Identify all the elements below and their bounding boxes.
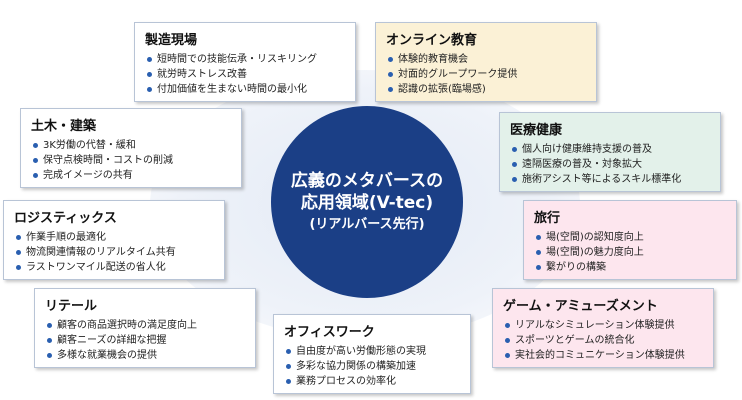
list-item: 顧客ニーズの詳細な把握 <box>45 333 245 348</box>
item-list: 顧客の商品選択時の満足度向上 顧客ニーズの詳細な把握 多様な就業機会の提供 <box>45 318 245 363</box>
list-item: スポーツとゲームの統合化 <box>503 333 703 348</box>
list-item: 自由度が高い労働形態の実現 <box>284 344 460 359</box>
list-item: 顧客の商品選択時の満足度向上 <box>45 318 245 333</box>
box-title: オンライン教育 <box>386 33 478 48</box>
list-item: 多彩な協力関係の構築加速 <box>284 359 460 374</box>
item-list: 個人向け健康維持支援の普及 遠隔医療の普及・対象拡大 施術アシスト等によるスキル… <box>510 142 710 187</box>
box-title: 医療健康 <box>510 123 563 138</box>
list-item: 完成イメージの共有 <box>31 168 231 183</box>
box-office-work: オフィスワーク 自由度が高い労働形態の実現 多彩な協力関係の構築加速 業務プロセ… <box>273 314 471 394</box>
list-item: 施術アシスト等によるスキル標準化 <box>510 172 710 187</box>
list-item: 保守点検時間・コストの削減 <box>31 153 231 168</box>
list-item: 遠隔医療の普及・対象拡大 <box>510 157 710 172</box>
item-list: 場(空間)の認知度向上 場(空間)の魅力度向上 繋がりの構築 <box>534 230 726 275</box>
box-title: ロジスティックス <box>14 211 117 226</box>
box-manufacturing: 製造現場 短時間での技能伝承・リスキリング 就労時ストレス改善 付加価値を生まな… <box>134 22 356 102</box>
list-item: 認識の拡張(臨場感) <box>386 82 586 97</box>
box-retail: リテール 顧客の商品選択時の満足度向上 顧客ニーズの詳細な把握 多様な就業機会の… <box>34 288 256 368</box>
center-subtitle: (リアルバース先行) <box>309 217 425 232</box>
list-item: 場(空間)の魅力度向上 <box>534 245 726 260</box>
box-title: 製造現場 <box>145 33 198 48</box>
center-title-line1: 広義のメタバースの <box>290 171 444 191</box>
list-item: 多様な就業機会の提供 <box>45 348 245 363</box>
list-item: ラストワンマイル配送の省人化 <box>14 260 214 275</box>
box-title: 土木・建築 <box>31 119 97 134</box>
box-game-amusement: ゲーム・アミューズメント リアルなシミュレーション体験提供 スポーツとゲームの統… <box>492 288 714 368</box>
list-item: 付加価値を生まない時間の最小化 <box>145 82 345 97</box>
list-item: リアルなシミュレーション体験提供 <box>503 318 703 333</box>
box-title: ゲーム・アミューズメント <box>503 299 658 314</box>
list-item: 就労時ストレス改善 <box>145 67 345 82</box>
item-list: リアルなシミュレーション体験提供 スポーツとゲームの統合化 実社会的コミュニケー… <box>503 318 703 363</box>
item-list: 短時間での技能伝承・リスキリング 就労時ストレス改善 付加価値を生まない時間の最… <box>145 52 345 97</box>
item-list: 作業手順の最適化 物流関連情報のリアルタイム共有 ラストワンマイル配送の省人化 <box>14 230 214 275</box>
list-item: 実社会的コミュニケーション体験提供 <box>503 348 703 363</box>
list-item: 業務プロセスの効率化 <box>284 374 460 389</box>
box-title: 旅行 <box>534 211 561 226</box>
box-online-education: オンライン教育 体験的教育機会 対面的グループワーク提供 認識の拡張(臨場感) <box>375 22 597 102</box>
list-item: 繋がりの構築 <box>534 260 726 275</box>
item-list: 体験的教育機会 対面的グループワーク提供 認識の拡張(臨場感) <box>386 52 586 97</box>
box-travel: 旅行 場(空間)の認知度向上 場(空間)の魅力度向上 繋がりの構築 <box>523 200 737 280</box>
list-item: 対面的グループワーク提供 <box>386 67 586 82</box>
box-title: リテール <box>45 299 98 314</box>
list-item: 3K労働の代替・緩和 <box>31 138 231 153</box>
list-item: 体験的教育機会 <box>386 52 586 67</box>
list-item: 場(空間)の認知度向上 <box>534 230 726 245</box>
box-title: オフィスワーク <box>284 325 375 340</box>
item-list: 自由度が高い労働形態の実現 多彩な協力関係の構築加速 業務プロセスの効率化 <box>284 344 460 389</box>
list-item: 物流関連情報のリアルタイム共有 <box>14 245 214 260</box>
box-civil-engineering: 土木・建築 3K労働の代替・緩和 保守点検時間・コストの削減 完成イメージの共有 <box>20 108 242 188</box>
box-healthcare: 医療健康 個人向け健康維持支援の普及 遠隔医療の普及・対象拡大 施術アシスト等に… <box>499 112 721 192</box>
list-item: 個人向け健康維持支援の普及 <box>510 142 710 157</box>
box-logistics: ロジスティックス 作業手順の最適化 物流関連情報のリアルタイム共有 ラストワンマ… <box>3 200 225 280</box>
center-title-line2: 応用領域(V-tec) <box>300 193 434 213</box>
item-list: 3K労働の代替・緩和 保守点検時間・コストの削減 完成イメージの共有 <box>31 138 231 183</box>
list-item: 作業手順の最適化 <box>14 230 214 245</box>
list-item: 短時間での技能伝承・リスキリング <box>145 52 345 67</box>
center-circle: 広義のメタバースの 応用領域(V-tec) (リアルバース先行) <box>271 106 463 298</box>
